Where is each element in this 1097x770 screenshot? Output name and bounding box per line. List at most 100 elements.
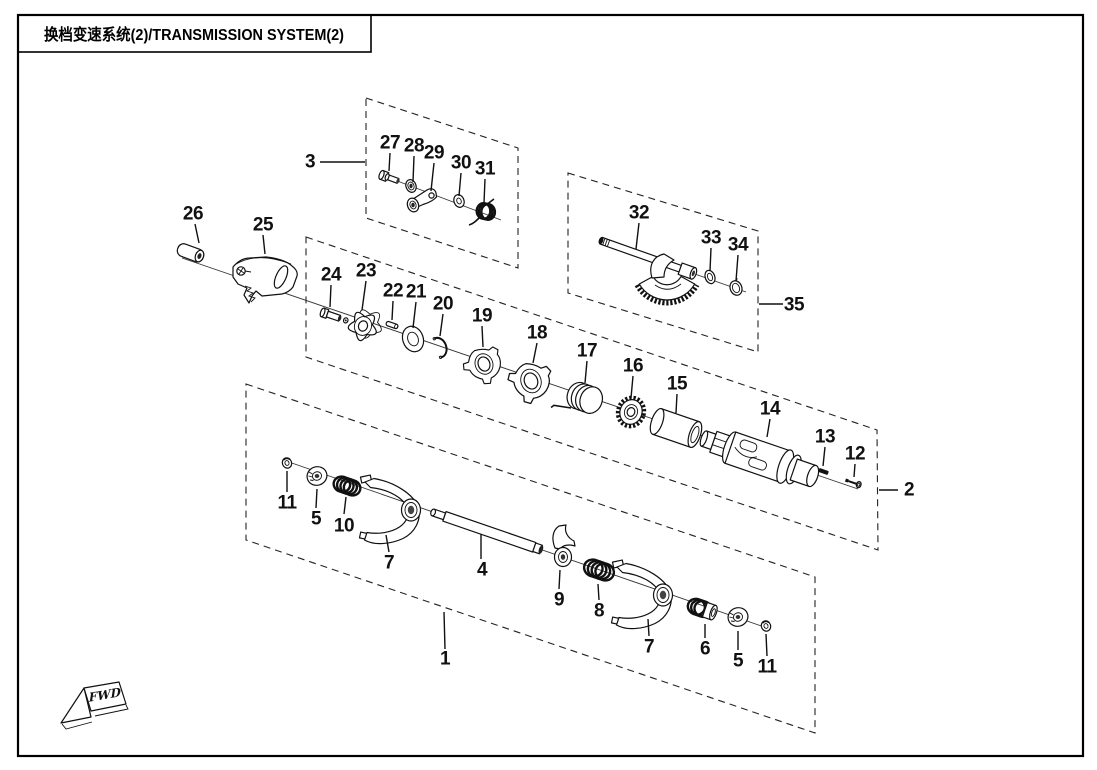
callout-number-18-21: 18 (527, 323, 547, 344)
part-18-cam-plate (500, 350, 559, 409)
callout-number-20-23: 20 (433, 294, 453, 315)
callout-leader-16-19 (630, 375, 634, 399)
callout-number-1-0: 1 (440, 649, 451, 670)
callout-leader-32-35 (635, 222, 640, 250)
callout-leader-33-36 (709, 247, 712, 272)
part-4-fork-shaft (430, 508, 544, 555)
callout-leader-34-37 (735, 254, 739, 282)
callout-number-17-20: 17 (577, 341, 597, 362)
part-14-shift-drum (699, 430, 820, 488)
callout-number-19-22: 19 (472, 306, 492, 327)
part-32-shift-shaft (598, 236, 700, 306)
title-box (17, 14, 372, 53)
part-11-clip-left (280, 455, 294, 471)
part-19-cam-plate (458, 339, 507, 388)
callouts-layer: 1233545567789101111121314151617181920212… (183, 133, 915, 678)
part-22-pin (385, 320, 399, 330)
page-title: 换档变速系统(2)/TRANSMISSION SYSTEM(2) (44, 25, 344, 44)
part-16-ratchet-wheel (615, 395, 647, 429)
callout-number-28-31: 28 (404, 136, 424, 157)
callout-leader-13-16 (822, 446, 826, 467)
fwd-label: FWD (88, 685, 122, 705)
callout-number-26-29: 26 (183, 204, 203, 225)
callout-leader-25-28 (262, 234, 266, 255)
fwd-arrow-box (83, 681, 127, 712)
axis-lines (181, 175, 859, 630)
callout-number-25-28: 25 (253, 215, 274, 236)
callout-leader-28-31 (412, 155, 415, 183)
callout-number-5-6: 5 (733, 651, 744, 672)
part-20-snap-ring (432, 336, 448, 359)
callout-leader-8-10 (597, 583, 600, 601)
callout-number-9-11: 9 (554, 590, 564, 611)
callout-leader-24-27 (329, 284, 332, 308)
callout-number-23-26: 23 (356, 261, 376, 282)
callout-number-22-25: 22 (383, 281, 403, 302)
part-29-link-lever (406, 188, 438, 213)
callout-leader-10-12 (343, 496, 347, 515)
callout-leader-7-8 (385, 534, 390, 553)
callout-number-4-4: 4 (477, 560, 488, 581)
group-box-3 (365, 97, 519, 269)
callout-leader-23-26 (361, 280, 367, 311)
callout-number-16-19: 16 (623, 356, 643, 377)
part-7-shift-fork-left (358, 474, 422, 545)
fwd-arrow-head (60, 687, 92, 724)
callout-number-31-34: 31 (475, 159, 496, 180)
part-23-shift-cam-star (347, 309, 382, 342)
callout-number-2-1: 2 (904, 480, 914, 501)
callout-number-34-37: 34 (728, 235, 749, 256)
callout-leader-17-20 (584, 360, 588, 384)
group-boxes (245, 97, 879, 734)
callout-number-7-9: 7 (644, 637, 654, 658)
page-border (16, 13, 1085, 758)
callout-number-35-3: 35 (784, 295, 805, 316)
callout-leader-19-22 (481, 325, 484, 348)
callout-leader-22-25 (391, 300, 394, 321)
callout-number-10-12: 10 (334, 516, 354, 537)
callout-number-29-32: 29 (424, 143, 444, 164)
part-7-shift-fork-right (610, 559, 674, 630)
callout-leader-18-21 (532, 342, 538, 364)
callout-number-14-17: 14 (760, 399, 781, 420)
group-box-2 (305, 236, 879, 551)
fwd-marker: FWD (60, 681, 129, 730)
callout-leader-11-14 (765, 633, 768, 657)
callout-number-24-27: 24 (321, 265, 342, 286)
part-24-bolt (319, 307, 349, 324)
callout-number-30-33: 30 (451, 153, 471, 174)
axis-group-3 (383, 175, 502, 221)
callout-number-27-30: 27 (380, 133, 400, 154)
callout-leader-29-32 (430, 162, 435, 192)
callout-leader-5-5 (315, 488, 318, 509)
callout-number-11-14: 11 (757, 657, 777, 678)
part-33-washer (704, 269, 716, 285)
part-27-bolt (378, 169, 400, 184)
group-box-35 (567, 172, 759, 353)
callout-leader-1-0 (443, 611, 446, 650)
callout-leader-7-9 (647, 618, 650, 637)
part-21-washer (401, 325, 425, 353)
part-31-torsion-spring (468, 198, 497, 226)
part-30-washer (453, 194, 465, 208)
callout-number-6-7: 6 (700, 639, 710, 660)
part-28-roller (405, 179, 417, 193)
part-34-circlip (729, 278, 743, 296)
part-17-spring (550, 381, 604, 414)
callout-leader-30-33 (458, 172, 462, 197)
part-9-pawl-arm (552, 524, 576, 568)
callout-leader-26-29 (194, 223, 200, 244)
callout-leader-20-23 (439, 313, 444, 337)
part-8-spring (582, 558, 616, 582)
callout-number-32-35: 32 (629, 203, 649, 224)
callout-leader-12-15 (853, 463, 856, 478)
part-15-bushing (649, 407, 703, 449)
part-26-pin (176, 243, 205, 263)
part-13-pin (818, 468, 829, 475)
callout-number-12-15: 12 (845, 444, 865, 465)
callout-number-33-36: 33 (701, 228, 721, 249)
callout-leader-27-30 (388, 152, 391, 172)
part-11-clip-right (759, 618, 773, 634)
part-10-spring (332, 475, 362, 497)
